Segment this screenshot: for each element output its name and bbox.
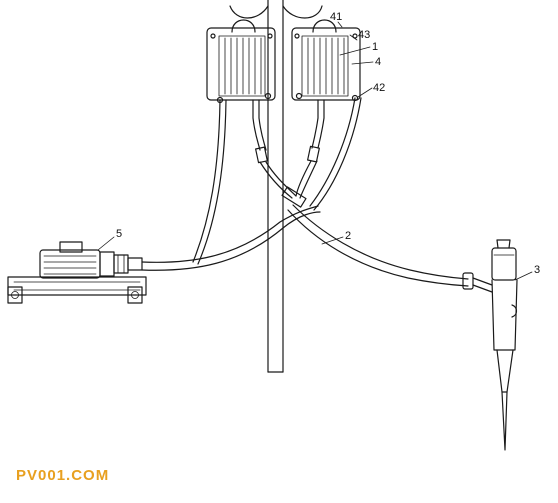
drip-tubes — [252, 99, 325, 199]
handpiece — [462, 239, 518, 451]
label-4: 4 — [375, 56, 381, 68]
label-5: 5 — [116, 228, 122, 240]
bag-side-lines — [192, 97, 362, 265]
label-1: 1 — [372, 41, 378, 53]
label-3: 3 — [534, 264, 540, 276]
main-tube — [141, 204, 469, 287]
bag-right — [291, 19, 361, 102]
iv-pole — [267, 0, 284, 373]
label-41: 41 — [330, 11, 342, 23]
label-42: 42 — [373, 82, 385, 94]
pole-hooks — [229, 5, 323, 19]
label-2: 2 — [345, 230, 351, 242]
pump-unit — [7, 241, 147, 304]
watermark: PV001.COM — [16, 467, 110, 484]
leader-lines — [97, 21, 533, 281]
bag-left — [206, 19, 276, 104]
label-43: 43 — [358, 29, 370, 41]
y-connector — [281, 186, 307, 208]
